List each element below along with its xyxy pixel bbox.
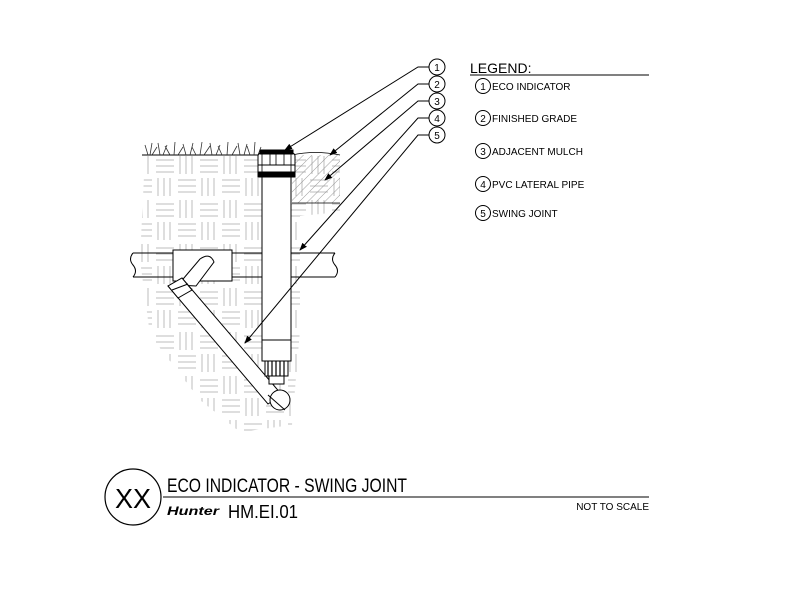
- adjacent-mulch: [292, 155, 340, 203]
- detail-code: HM.EI.01: [228, 502, 298, 522]
- detail-id: XX: [115, 483, 151, 514]
- svg-text:ECO INDICATOR: ECO INDICATOR: [492, 82, 571, 93]
- svg-text:1: 1: [480, 82, 486, 93]
- callout-1: 1: [428, 58, 446, 76]
- svg-text:PVC LATERAL PIPE: PVC LATERAL PIPE: [492, 180, 585, 191]
- svg-text:2: 2: [434, 80, 440, 91]
- legend-item: 4 PVC LATERAL PIPE: [475, 176, 585, 192]
- legend-item: 3 ADJACENT MULCH: [475, 143, 583, 159]
- callout-5: 5: [428, 126, 446, 144]
- svg-text:2: 2: [480, 114, 486, 125]
- svg-text:4: 4: [434, 114, 440, 125]
- svg-text:5: 5: [480, 209, 486, 220]
- svg-text:ADJACENT MULCH: ADJACENT MULCH: [492, 147, 583, 158]
- eco-indicator-rotor: [257, 149, 296, 385]
- swing-joint: [167, 255, 291, 411]
- callout-leaders: [244, 66, 429, 344]
- svg-text:5: 5: [434, 131, 440, 142]
- hunter-logo: Hunter: [167, 504, 221, 518]
- legend-item: 1 ECO INDICATOR: [475, 78, 571, 94]
- legend-item: 2 FINISHED GRADE: [475, 110, 577, 126]
- callout-2: 2: [428, 75, 446, 93]
- svg-text:3: 3: [480, 147, 486, 158]
- svg-text:4: 4: [480, 180, 486, 191]
- svg-text:3: 3: [434, 97, 440, 108]
- svg-text:1: 1: [434, 63, 440, 74]
- callout-3: 3: [428, 92, 446, 110]
- legend-item: 5 SWING JOINT: [475, 205, 558, 221]
- legend-title: LEGEND:: [470, 60, 531, 76]
- callout-4: 4: [428, 109, 446, 127]
- scale-note: NOT TO SCALE: [576, 502, 649, 513]
- detail-bubble: [104, 468, 162, 526]
- svg-text:FINISHED GRADE: FINISHED GRADE: [492, 114, 577, 125]
- detail-title: ECO INDICATOR - SWING JOINT: [167, 476, 407, 497]
- svg-text:SWING JOINT: SWING JOINT: [492, 209, 558, 220]
- grass-icon: [142, 141, 262, 156]
